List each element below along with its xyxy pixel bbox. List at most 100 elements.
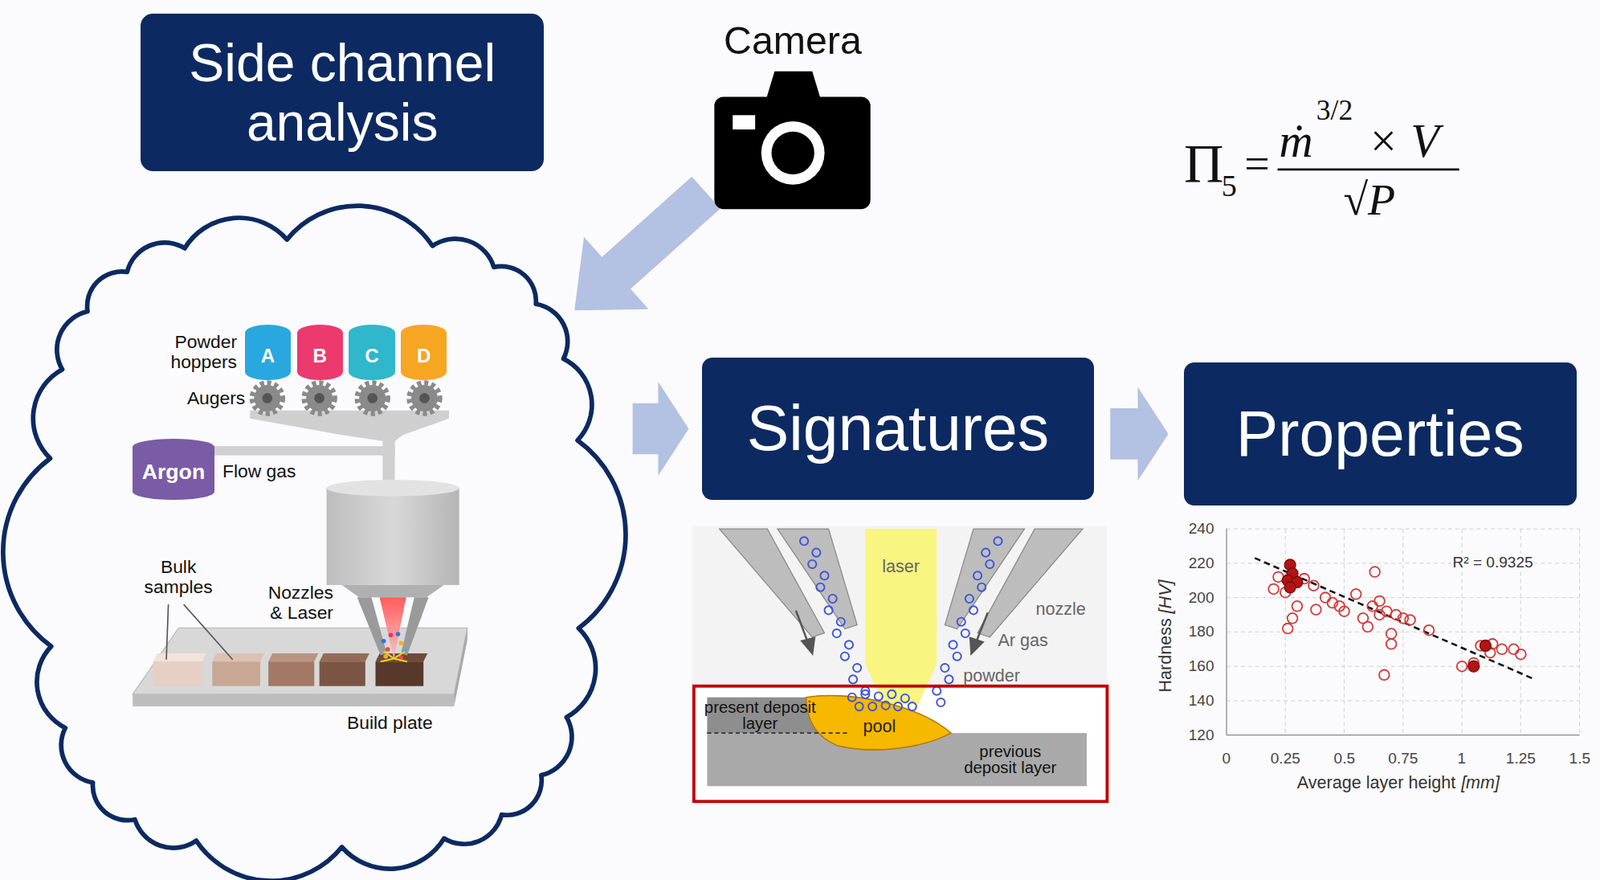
part-label: Powder hoppers — [145, 331, 237, 372]
data-point — [1268, 583, 1279, 595]
powder-hopper: C — [348, 324, 395, 380]
powder-particle — [887, 689, 896, 698]
tick-label: 1.5 — [1569, 749, 1591, 768]
tick-label: 1 — [1457, 749, 1467, 768]
tick-label: 240 — [1188, 519, 1215, 538]
data-point — [1310, 604, 1322, 615]
part-label: Nozzles & Laser — [255, 582, 334, 623]
powder-particle — [800, 536, 809, 545]
powder-particle — [993, 536, 1002, 545]
part-label: Augers — [187, 387, 245, 409]
data-point — [1363, 621, 1374, 633]
data-point — [1508, 643, 1519, 654]
cloud-outline — [18, 208, 611, 878]
process-box: Signatures — [702, 357, 1094, 501]
powder-hopper: A — [244, 324, 291, 380]
data-point — [1479, 640, 1491, 652]
powder-particle — [985, 559, 994, 568]
part-label: pool — [863, 716, 897, 737]
part-label: Ar gas — [997, 630, 1048, 651]
tick-label: 140 — [1188, 691, 1215, 710]
axis-label: Hardness — [1155, 617, 1176, 692]
scatter-chart — [1226, 528, 1580, 735]
data-point — [1381, 605, 1392, 617]
process-box: Properties — [1183, 362, 1577, 506]
data-point — [1287, 612, 1298, 624]
formula-symbol: ṁ — [1278, 114, 1313, 168]
block-arrow — [632, 381, 690, 476]
formula-symbol: 5 — [1221, 168, 1237, 205]
formula-symbol: × V — [1367, 114, 1440, 168]
powder-particle — [874, 691, 883, 700]
powder-particle — [936, 697, 945, 707]
powder-particle — [881, 701, 890, 710]
powder-particle — [848, 693, 857, 702]
tick-label: 180 — [1188, 622, 1215, 641]
powder-particle — [848, 674, 858, 683]
data-point — [1404, 614, 1416, 625]
powder-particle — [977, 583, 986, 592]
part-label: Bulk samples — [137, 556, 220, 597]
tick-label: 1.25 — [1506, 749, 1536, 768]
powder-particle — [836, 617, 845, 626]
powder-particle — [853, 663, 862, 672]
powder-particle — [973, 571, 982, 580]
powder-particle — [844, 640, 854, 649]
powder-particle — [961, 628, 970, 637]
data-point — [1379, 669, 1390, 680]
powder-particle — [965, 594, 974, 603]
hopper-letter: C — [364, 344, 379, 367]
box-title: Properties — [1236, 398, 1525, 470]
hopper-letter: D — [416, 344, 431, 367]
data-point — [1320, 591, 1331, 603]
powder-particle — [861, 689, 870, 698]
machine-drawing — [132, 382, 468, 707]
formula-symbol: Π — [1183, 131, 1225, 196]
block-arrow — [1110, 387, 1168, 482]
axis-label: Average layer height — [1297, 772, 1457, 793]
formula-symbol: = — [1244, 137, 1270, 189]
axis-label: [HV] — [1155, 579, 1176, 613]
process-cloud: Powder hoppersAugersFlow gasBulk samples… — [18, 208, 611, 878]
tick-label: 160 — [1188, 657, 1215, 675]
hopper-letter: Argon — [142, 460, 205, 485]
powder-particle — [908, 702, 917, 711]
powder-particle — [957, 617, 966, 626]
powder-particle — [953, 652, 962, 661]
hopper-letter: B — [313, 344, 327, 367]
icon-caption: Camera — [723, 18, 862, 64]
axis-label: [mm] — [1461, 772, 1500, 793]
hopper-letter: A — [261, 344, 275, 367]
data-point — [1351, 588, 1362, 600]
data-point — [1308, 579, 1319, 591]
box-title: Signatures — [746, 392, 1050, 464]
part-label: present deposit layer — [703, 698, 817, 732]
melt-pool-drawing — [691, 525, 1107, 801]
fraction-bar — [1277, 168, 1460, 172]
trend-line — [1254, 557, 1533, 678]
powder-particle — [808, 559, 817, 568]
sparks — [380, 651, 408, 662]
powder-particle — [828, 594, 837, 603]
powder-particle — [940, 663, 949, 672]
data-point — [1424, 624, 1435, 636]
data-point — [1284, 581, 1296, 593]
data-point — [1515, 648, 1527, 660]
powder-particle — [981, 548, 990, 557]
powder-particle — [901, 693, 910, 703]
powder-particle — [824, 605, 833, 614]
part-label: previous deposit layer — [951, 742, 1070, 776]
data-point — [1367, 600, 1378, 612]
data-point — [1292, 600, 1303, 612]
powder-particle — [812, 548, 821, 557]
camera-icon: Camera — [709, 12, 878, 217]
powder-particles — [381, 631, 407, 660]
box-title: Side channel analysis — [155, 32, 530, 152]
powder-particle — [893, 702, 903, 711]
tick-label: 0.75 — [1387, 749, 1418, 768]
data-point — [1338, 605, 1350, 617]
powder-particle — [855, 702, 864, 711]
title-box: Side channel analysis — [140, 13, 544, 172]
tick-label: 200 — [1188, 588, 1215, 607]
part-label: powder — [963, 665, 1021, 686]
